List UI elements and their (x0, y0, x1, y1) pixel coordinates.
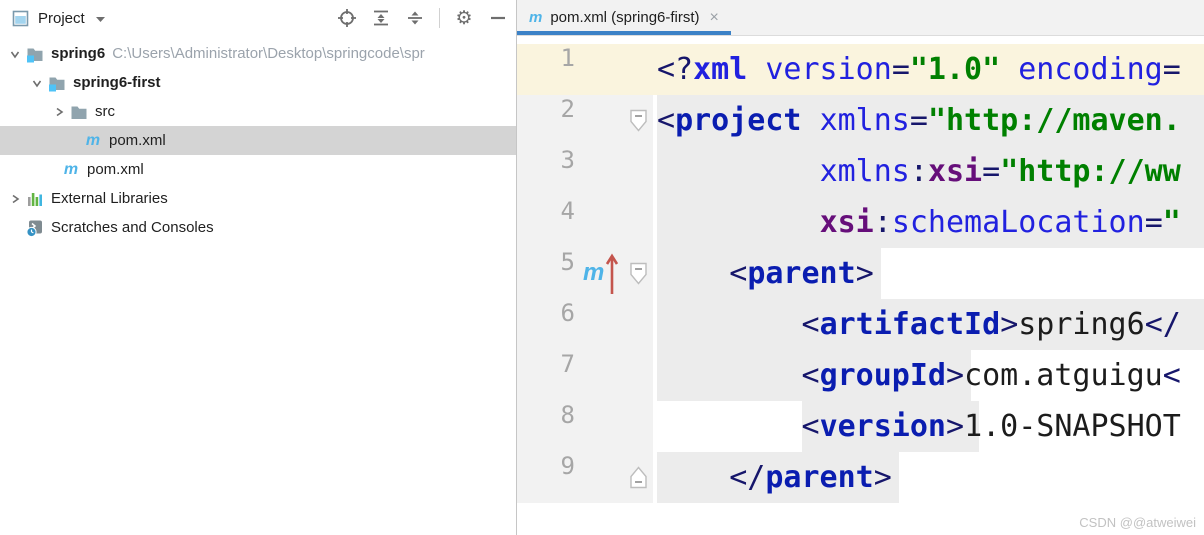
line-number: 3 (560, 146, 575, 174)
code-area[interactable]: <?xml version="1.0" encoding= <project xm… (653, 44, 1204, 535)
tree-item-scratches-and-consoles[interactable]: Scratches and Consoles (0, 213, 516, 242)
selection-highlight (657, 197, 1204, 248)
collapse-all-icon[interactable] (405, 8, 425, 28)
selection-highlight (657, 95, 1204, 146)
tree-item-spring6[interactable]: spring6 C:\Users\Administrator\Desktop\sp… (0, 39, 516, 68)
code-line-3: xmlns:xsi="http://ww (653, 146, 1204, 197)
tab-title: pom.xml (spring6-first) (550, 9, 700, 26)
line-number: 2 (560, 95, 575, 123)
panel-title[interactable]: Project (38, 9, 85, 27)
module-folder-icon (48, 74, 66, 92)
scratches-icon (26, 219, 44, 237)
line-number: 6 (560, 299, 575, 327)
tree-item-spring6-first[interactable]: spring6-first (0, 68, 516, 97)
code-line-4: xsi:schemaLocation=" (653, 197, 1204, 248)
gutter-row: 2 (517, 95, 653, 146)
code-line-2: <project xmlns="http://maven. (653, 95, 1204, 146)
hide-panel-icon[interactable] (488, 8, 508, 28)
selection-highlight (657, 350, 972, 401)
fold-region-end-icon[interactable] (629, 466, 648, 494)
code-text: <version>1.0-SNAPSHOT (801, 409, 1181, 444)
gutter-row: 4 (517, 197, 653, 248)
tree-item-pom-xml[interactable]: m pom.xml (0, 155, 516, 184)
close-icon[interactable]: × (709, 8, 719, 26)
project-tool-window-icon (10, 8, 30, 28)
chevron-expanded-icon[interactable] (6, 48, 24, 60)
project-toolbar: Project ⚙ (0, 0, 516, 36)
code-line-7: <groupId>com.atguigu< (653, 350, 1204, 401)
tree-item-external-libraries[interactable]: External Libraries (0, 184, 516, 213)
chevron-collapsed-icon[interactable] (6, 193, 24, 205)
code-line-8: <version>1.0-SNAPSHOT (653, 401, 1204, 452)
maven-parent-gutter-icon[interactable]: m (583, 252, 619, 296)
code-line-9: </parent> (653, 452, 1204, 503)
line-number: 1 (560, 44, 575, 72)
code-text: <groupId>com.atguigu< (801, 358, 1181, 393)
selection-highlight (657, 452, 900, 503)
gutter-row: 6 (517, 299, 653, 350)
tree-item-pom-xml[interactable]: m pom.xml (0, 126, 516, 155)
libraries-icon (26, 190, 44, 208)
locate-icon[interactable] (337, 8, 357, 28)
selection-highlight (657, 299, 1204, 350)
line-number: 9 (560, 452, 575, 480)
chevron-down-icon[interactable] (95, 10, 106, 27)
selection-highlight (657, 146, 1204, 197)
chevron-expanded-icon[interactable] (28, 77, 46, 89)
folder-icon (70, 103, 88, 121)
gutter-row: 9 (517, 452, 653, 503)
csdn-watermark: CSDN @@atweiwei (1079, 515, 1196, 530)
tree-item-label: Scratches and Consoles (51, 219, 214, 236)
tab-pom-xml[interactable]: m pom.xml (spring6-first) × (517, 0, 731, 35)
code-text: <?xml version="1.0" encoding= (657, 52, 1181, 87)
project-tree: spring6 C:\Users\Administrator\Desktop\sp… (0, 36, 516, 242)
project-path: C:\Users\Administrator\Desktop\springcod… (112, 45, 425, 62)
tree-item-label: src (95, 103, 115, 120)
code-line-1: <?xml version="1.0" encoding= (653, 44, 1204, 95)
code-line-6: <artifactId>spring6</ (653, 299, 1204, 350)
line-number: 8 (560, 401, 575, 429)
toolbar-separator (439, 8, 440, 28)
maven-icon: m (85, 131, 101, 149)
code-text: <parent> (729, 256, 874, 291)
code-text: <artifactId>spring6</ (801, 307, 1181, 342)
fold-region-start-icon[interactable] (629, 109, 648, 137)
line-number: 4 (560, 197, 575, 225)
fold-region-start-icon[interactable] (629, 262, 648, 290)
expand-all-icon[interactable] (371, 8, 391, 28)
chevron-collapsed-icon[interactable] (50, 106, 68, 118)
line-number: 7 (560, 350, 575, 378)
gutter-row: 8 (517, 401, 653, 452)
tree-item-label: spring6-first (73, 74, 161, 91)
editor-tab-bar: m pom.xml (spring6-first) × (517, 0, 1204, 36)
gutter-row: 3 (517, 146, 653, 197)
maven-icon: m (529, 9, 543, 26)
tree-item-label: spring6 (51, 45, 106, 62)
tree-item-label: External Libraries (51, 190, 168, 207)
tree-item-label: pom.xml (87, 161, 144, 178)
selection-highlight (657, 248, 882, 299)
gutter-row: 7 (517, 350, 653, 401)
code-text: </parent> (729, 460, 892, 495)
settings-gear-icon[interactable]: ⚙ (455, 7, 473, 29)
code-line-5: <parent> (653, 248, 1204, 299)
tree-item-label: pom.xml (109, 132, 166, 149)
gutter-row: 1 (517, 44, 653, 95)
module-folder-icon (26, 45, 44, 63)
active-tab-indicator (517, 31, 731, 35)
tree-item-src[interactable]: src (0, 97, 516, 126)
selection-highlight (801, 401, 979, 452)
code-text: xmlns:xsi="http://ww (819, 154, 1181, 189)
code-text: xsi:schemaLocation=" (819, 205, 1181, 240)
line-number: 5 (560, 248, 575, 276)
maven-icon: m (63, 160, 79, 178)
code-text: <project xmlns="http://maven. (657, 103, 1181, 138)
